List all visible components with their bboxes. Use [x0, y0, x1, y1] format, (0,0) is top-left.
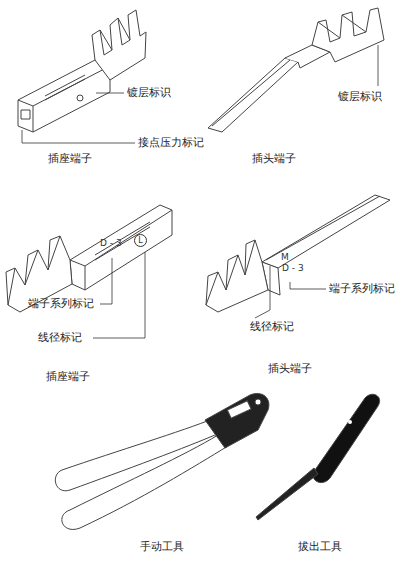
figure-caption: 插头端子	[268, 362, 312, 375]
figure-caption: 拔出工具	[298, 540, 342, 553]
callout-label: 线径标记	[38, 331, 82, 344]
series-mark: D - 3	[100, 238, 122, 249]
wire-gauge-mark: M	[281, 252, 289, 263]
series-mark: D - 3	[282, 263, 304, 274]
callout-label: 端子系列标记	[329, 282, 395, 295]
callout-label: 镀层标识	[338, 90, 382, 103]
callout-label: 端子系列标记	[28, 297, 94, 310]
figure-caption: 手动工具	[140, 540, 184, 553]
callout-label: 接点压力标记	[138, 136, 204, 149]
callout-label: 线径标记	[250, 320, 294, 333]
figure-caption: 插座端子	[46, 370, 90, 383]
callout-label: 镀层标识	[127, 86, 171, 99]
figure-caption: 插头端子	[252, 152, 296, 165]
wire-gauge-mark: L	[134, 234, 147, 247]
figure-caption: 插座端子	[48, 152, 92, 165]
